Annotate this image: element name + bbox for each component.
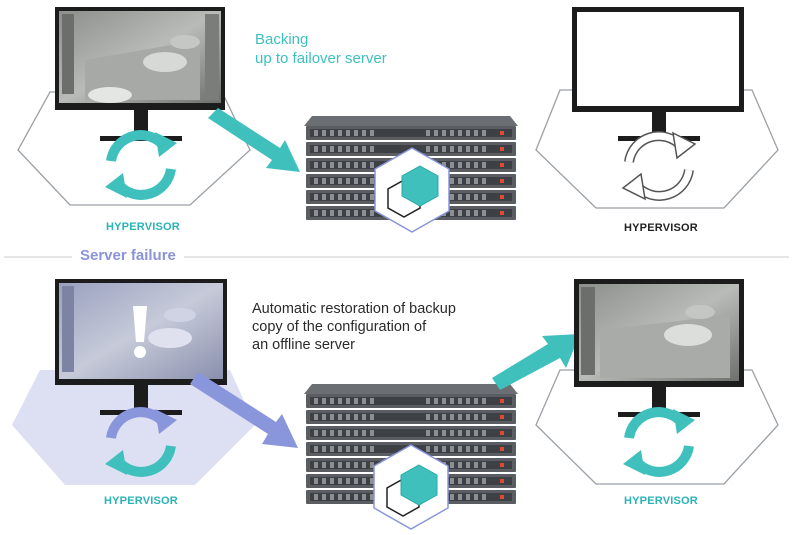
sync-icon	[623, 407, 695, 477]
hypervisor-label: HYPERVISOR	[624, 495, 698, 507]
restore-caption: Automatic restoration of backup copy of …	[252, 301, 456, 353]
sync-icon	[105, 130, 177, 200]
sync-icon	[105, 407, 177, 477]
hexagon-icon	[373, 444, 449, 530]
arrow-icon	[190, 372, 298, 448]
arrow-icon	[208, 108, 300, 172]
alert-icon	[133, 306, 147, 358]
server-icon-top	[304, 116, 518, 233]
backup-caption: Backing up to failover server	[255, 31, 387, 67]
hypervisor-label: HYPERVISOR	[104, 495, 178, 507]
sync-icon	[621, 131, 697, 201]
server-icon-bottom	[304, 384, 518, 530]
hypervisor-label: HYPERVISOR	[106, 221, 180, 233]
top-right-workstation	[535, 7, 779, 209]
arrow-icon	[492, 334, 580, 390]
hexagon-icon	[374, 147, 450, 233]
hypervisor-label: HYPERVISOR	[624, 222, 698, 234]
top-left-workstation	[17, 7, 251, 206]
failed-workstation	[12, 279, 255, 485]
section-label-server-failure: Server failure	[72, 247, 184, 264]
restored-workstation	[535, 279, 779, 485]
